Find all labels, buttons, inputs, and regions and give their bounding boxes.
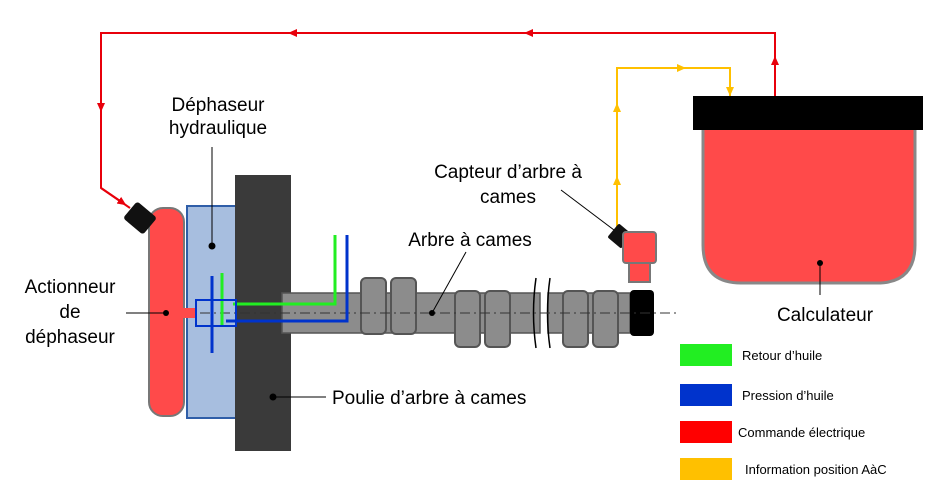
label-actionneur-3: déphaseur xyxy=(25,327,115,348)
label-poulie: Poulie d’arbre à cames xyxy=(332,388,526,409)
actionneur xyxy=(124,202,195,417)
cam-lobes xyxy=(360,277,619,348)
sensor-info-wire xyxy=(613,64,734,230)
capteur xyxy=(608,224,657,283)
label-actionneur-2: de xyxy=(59,302,80,323)
label-arbre: Arbre à cames xyxy=(408,230,532,251)
oil-pressure-line xyxy=(210,235,349,353)
label-capteur-1: Capteur d’arbre à xyxy=(434,162,582,183)
legend-label-retour: Retour d’huile xyxy=(742,348,822,363)
legend: Retour d’huile Pression d’huile Commande… xyxy=(680,344,887,480)
legend-swatch-pression xyxy=(680,384,732,406)
label-actionneur-1: Actionneur xyxy=(25,277,117,298)
calculateur-box xyxy=(693,96,923,285)
legend-label-commande: Commande électrique xyxy=(738,425,865,440)
electric-command-wire xyxy=(97,29,779,209)
label-calculateur: Calculateur xyxy=(777,305,874,326)
label-capteur-2: cames xyxy=(480,187,536,208)
legend-swatch-information xyxy=(680,458,732,480)
legend-label-pression: Pression d’huile xyxy=(742,388,834,403)
legend-swatch-commande xyxy=(680,421,732,443)
label-dephaseur-1: Déphaseur xyxy=(172,95,266,116)
leader-lines xyxy=(126,147,821,401)
spool-valve xyxy=(195,299,237,327)
legend-label-information: Information position AàC xyxy=(745,462,887,477)
legend-swatch-retour xyxy=(680,344,732,366)
camshaft-assembly xyxy=(186,175,680,451)
label-dephaseur-2: hydraulique xyxy=(169,118,267,139)
